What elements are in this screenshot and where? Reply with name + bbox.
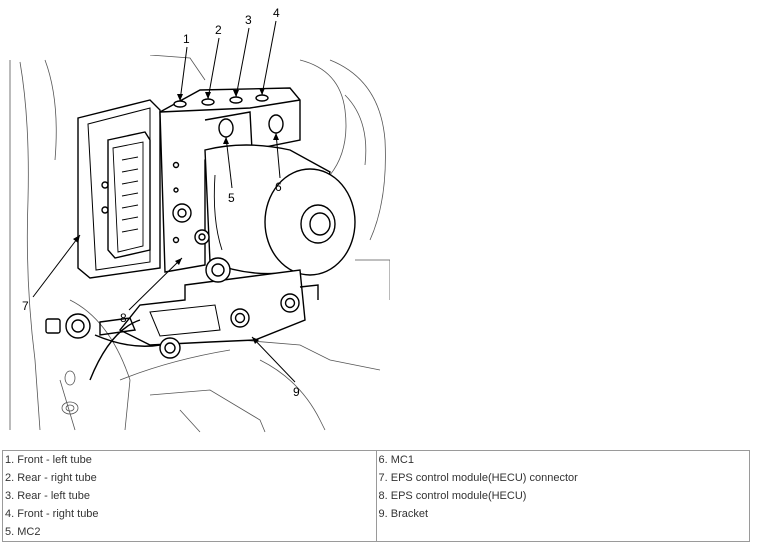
port-mc2: [218, 118, 234, 138]
legend-column-right: 6. MC1 7. EPS control module(HECU) conne…: [375, 450, 750, 542]
port-front-left-tube: [173, 100, 187, 108]
callout-4: 4: [273, 6, 280, 20]
callout-8: 8: [120, 311, 127, 325]
pump-motor: [194, 144, 356, 276]
hecu-connector: [77, 99, 161, 279]
leader-arrowheads: [73, 88, 279, 344]
callout-1: 1: [183, 32, 190, 46]
legend-item-front-left-tube: 1. Front - left tube: [5, 454, 92, 466]
port-mc1: [268, 114, 284, 134]
legend-item-hecu: 8. EPS control module(HECU): [378, 490, 527, 502]
legend-item-mc1: 6. MC1: [378, 454, 414, 466]
legend-column-left: 1. Front - left tube 2. Rear - right tub…: [2, 450, 377, 542]
hecu-assembly-illustration: 1 2 3 4 5 6 7 8 9: [9, 6, 390, 433]
legend-item-mc2: 5. MC2: [5, 526, 41, 538]
legend-item-hecu-connector: 7. EPS control module(HECU) connector: [378, 472, 578, 484]
callout-labels: 1 2 3 4 5 6 7 8 9: [22, 6, 300, 399]
port-rear-right-tube: [201, 98, 215, 106]
callout-6: 6: [275, 180, 282, 194]
leader-lines: [32, 20, 296, 383]
callout-3: 3: [245, 13, 252, 27]
port-front-right-tube: [255, 94, 269, 102]
legend-item-rear-right-tube: 2. Rear - right tube: [5, 472, 97, 484]
legend-table: 1. Front - left tube 2. Rear - right tub…: [2, 450, 750, 542]
legend-item-bracket: 9. Bracket: [378, 508, 429, 520]
legend-row: 1. Front - left tube 2. Rear - right tub…: [2, 450, 750, 542]
callout-5: 5: [228, 191, 235, 205]
bracket: [45, 257, 319, 381]
legend-item-front-right-tube: 4. Front - right tube: [5, 508, 99, 520]
callout-2: 2: [215, 23, 222, 37]
callout-7: 7: [22, 299, 29, 313]
callout-9: 9: [293, 385, 300, 399]
port-rear-left-tube: [229, 96, 243, 104]
body-panel-linework: [9, 55, 390, 433]
legend-item-rear-left-tube: 3. Rear - left tube: [5, 490, 90, 502]
